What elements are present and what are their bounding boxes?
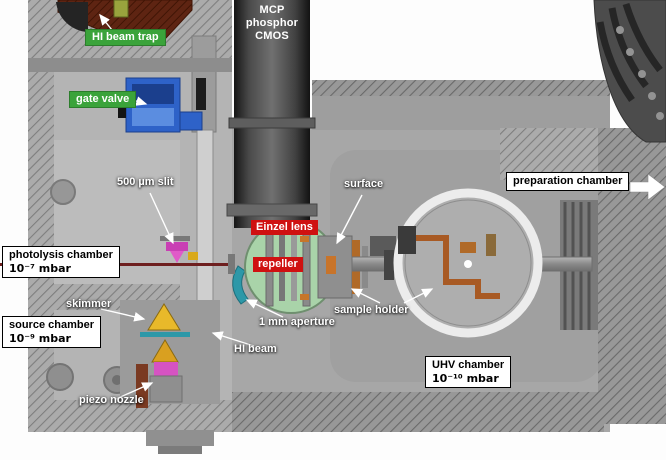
leader-lines [99,13,434,400]
turbo-pump [593,0,666,143]
label-hi-beam: HI beam [234,343,277,355]
label-aperture: 1 mm aperture [259,316,335,328]
label-slit: 500 µm slit [117,176,174,188]
chamber-name: photolysis chamber [9,249,113,261]
chamber-pressure: 10⁻⁷ mbar [9,262,71,276]
chamber-pressure: 10⁻⁹ mbar [9,332,71,346]
chamber-name: UHV chamber [432,359,505,371]
label-photolysis-chamber: photolysis chamber 10⁻⁷ mbar [2,246,120,279]
label-einzel-lens: Einzel lens [251,220,318,236]
label-hi-beam-trap: HI beam trap [86,30,165,46]
label-gate-valve: gate valve [70,92,136,108]
label-skimmer: skimmer [66,298,112,310]
hi-beam-trap-part [56,0,193,39]
aperture-part [228,254,249,305]
label-sample-holder: sample holder [334,304,409,316]
label-repeller: repeller [253,257,303,273]
uhv-viewport [393,188,543,338]
arrow-right-icon [629,173,666,201]
chamber-name: source chamber [9,319,94,331]
label-detector-stack: MCP phosphor CMOS [245,4,299,43]
label-piezo-nozzle: piezo nozzle [79,394,144,406]
label-preparation-chamber: preparation chamber [506,172,630,192]
detector-column [226,0,318,228]
label-surface: surface [344,178,384,190]
chamber-pressure: 10⁻¹⁰ mbar [432,372,499,386]
slit-part [160,236,198,263]
label-uhv-chamber: UHV chamber 10⁻¹⁰ mbar [425,356,512,389]
label-source-chamber: source chamber 10⁻⁹ mbar [2,316,101,349]
